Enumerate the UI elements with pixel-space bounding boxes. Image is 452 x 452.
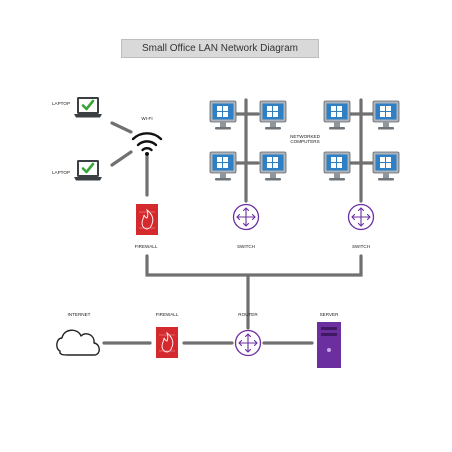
firewall-label: FIREWALL bbox=[155, 312, 179, 317]
switch-icon bbox=[347, 203, 375, 231]
laptop-label: LAPTOP bbox=[51, 170, 71, 175]
cloud-icon bbox=[56, 329, 100, 356]
desktop-computer-icon bbox=[323, 100, 351, 130]
router-label: ROUTER bbox=[238, 312, 258, 317]
desktop-computer-icon bbox=[259, 151, 287, 181]
connector-laptop-top-wifi bbox=[110, 121, 133, 134]
firewall-label: FIREWALL bbox=[134, 244, 158, 249]
laptop-label: LAPTOP bbox=[51, 101, 71, 106]
switch-icon bbox=[232, 203, 260, 231]
desktop-computer-icon bbox=[372, 100, 400, 130]
firewall-icon bbox=[135, 203, 159, 236]
desktop-computer-icon bbox=[209, 151, 237, 181]
diagram-title: Small Office LAN Network Diagram bbox=[121, 39, 319, 58]
laptop-icon bbox=[72, 158, 104, 182]
connector-lines bbox=[102, 98, 375, 345]
desktop-computer-icon bbox=[209, 100, 237, 130]
wifi-icon bbox=[131, 132, 163, 156]
firewall-icon bbox=[155, 326, 179, 359]
server-label: SERVER bbox=[319, 312, 339, 317]
desktop-computer-icon bbox=[323, 151, 351, 181]
connector-laptop-bottom-wifi bbox=[110, 150, 133, 167]
desktop-computer-icon bbox=[372, 151, 400, 181]
networked-computers-label: NETWORKED COMPUTERS bbox=[290, 134, 320, 145]
switch-label: SWITCH bbox=[236, 244, 256, 249]
server-icon bbox=[317, 322, 341, 368]
connector-lan-bus bbox=[145, 254, 363, 277]
desktop-computer-icon bbox=[259, 100, 287, 130]
switch-label: SWITCH bbox=[351, 244, 371, 249]
internet-label: INTERNET bbox=[67, 312, 91, 317]
laptop-icon bbox=[72, 95, 104, 119]
router-icon bbox=[234, 329, 262, 357]
wifi-label: WI-FI bbox=[141, 116, 153, 121]
